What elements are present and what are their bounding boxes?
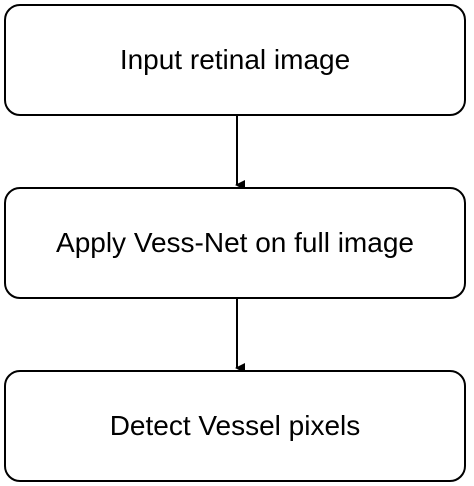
step-box-apply-vess-net: Apply Vess-Net on full image (4, 187, 466, 299)
step-label-input: Input retinal image (119, 44, 351, 75)
step-label-apply-vess-net: Apply Vess-Net on full image (56, 227, 414, 258)
step-box-detect-vessels: Detect Vessel pixels (4, 370, 466, 482)
step-label-detect-vessels: Detect Vessel pixels (109, 410, 361, 441)
step-box-input: Input retinal image (4, 4, 466, 116)
